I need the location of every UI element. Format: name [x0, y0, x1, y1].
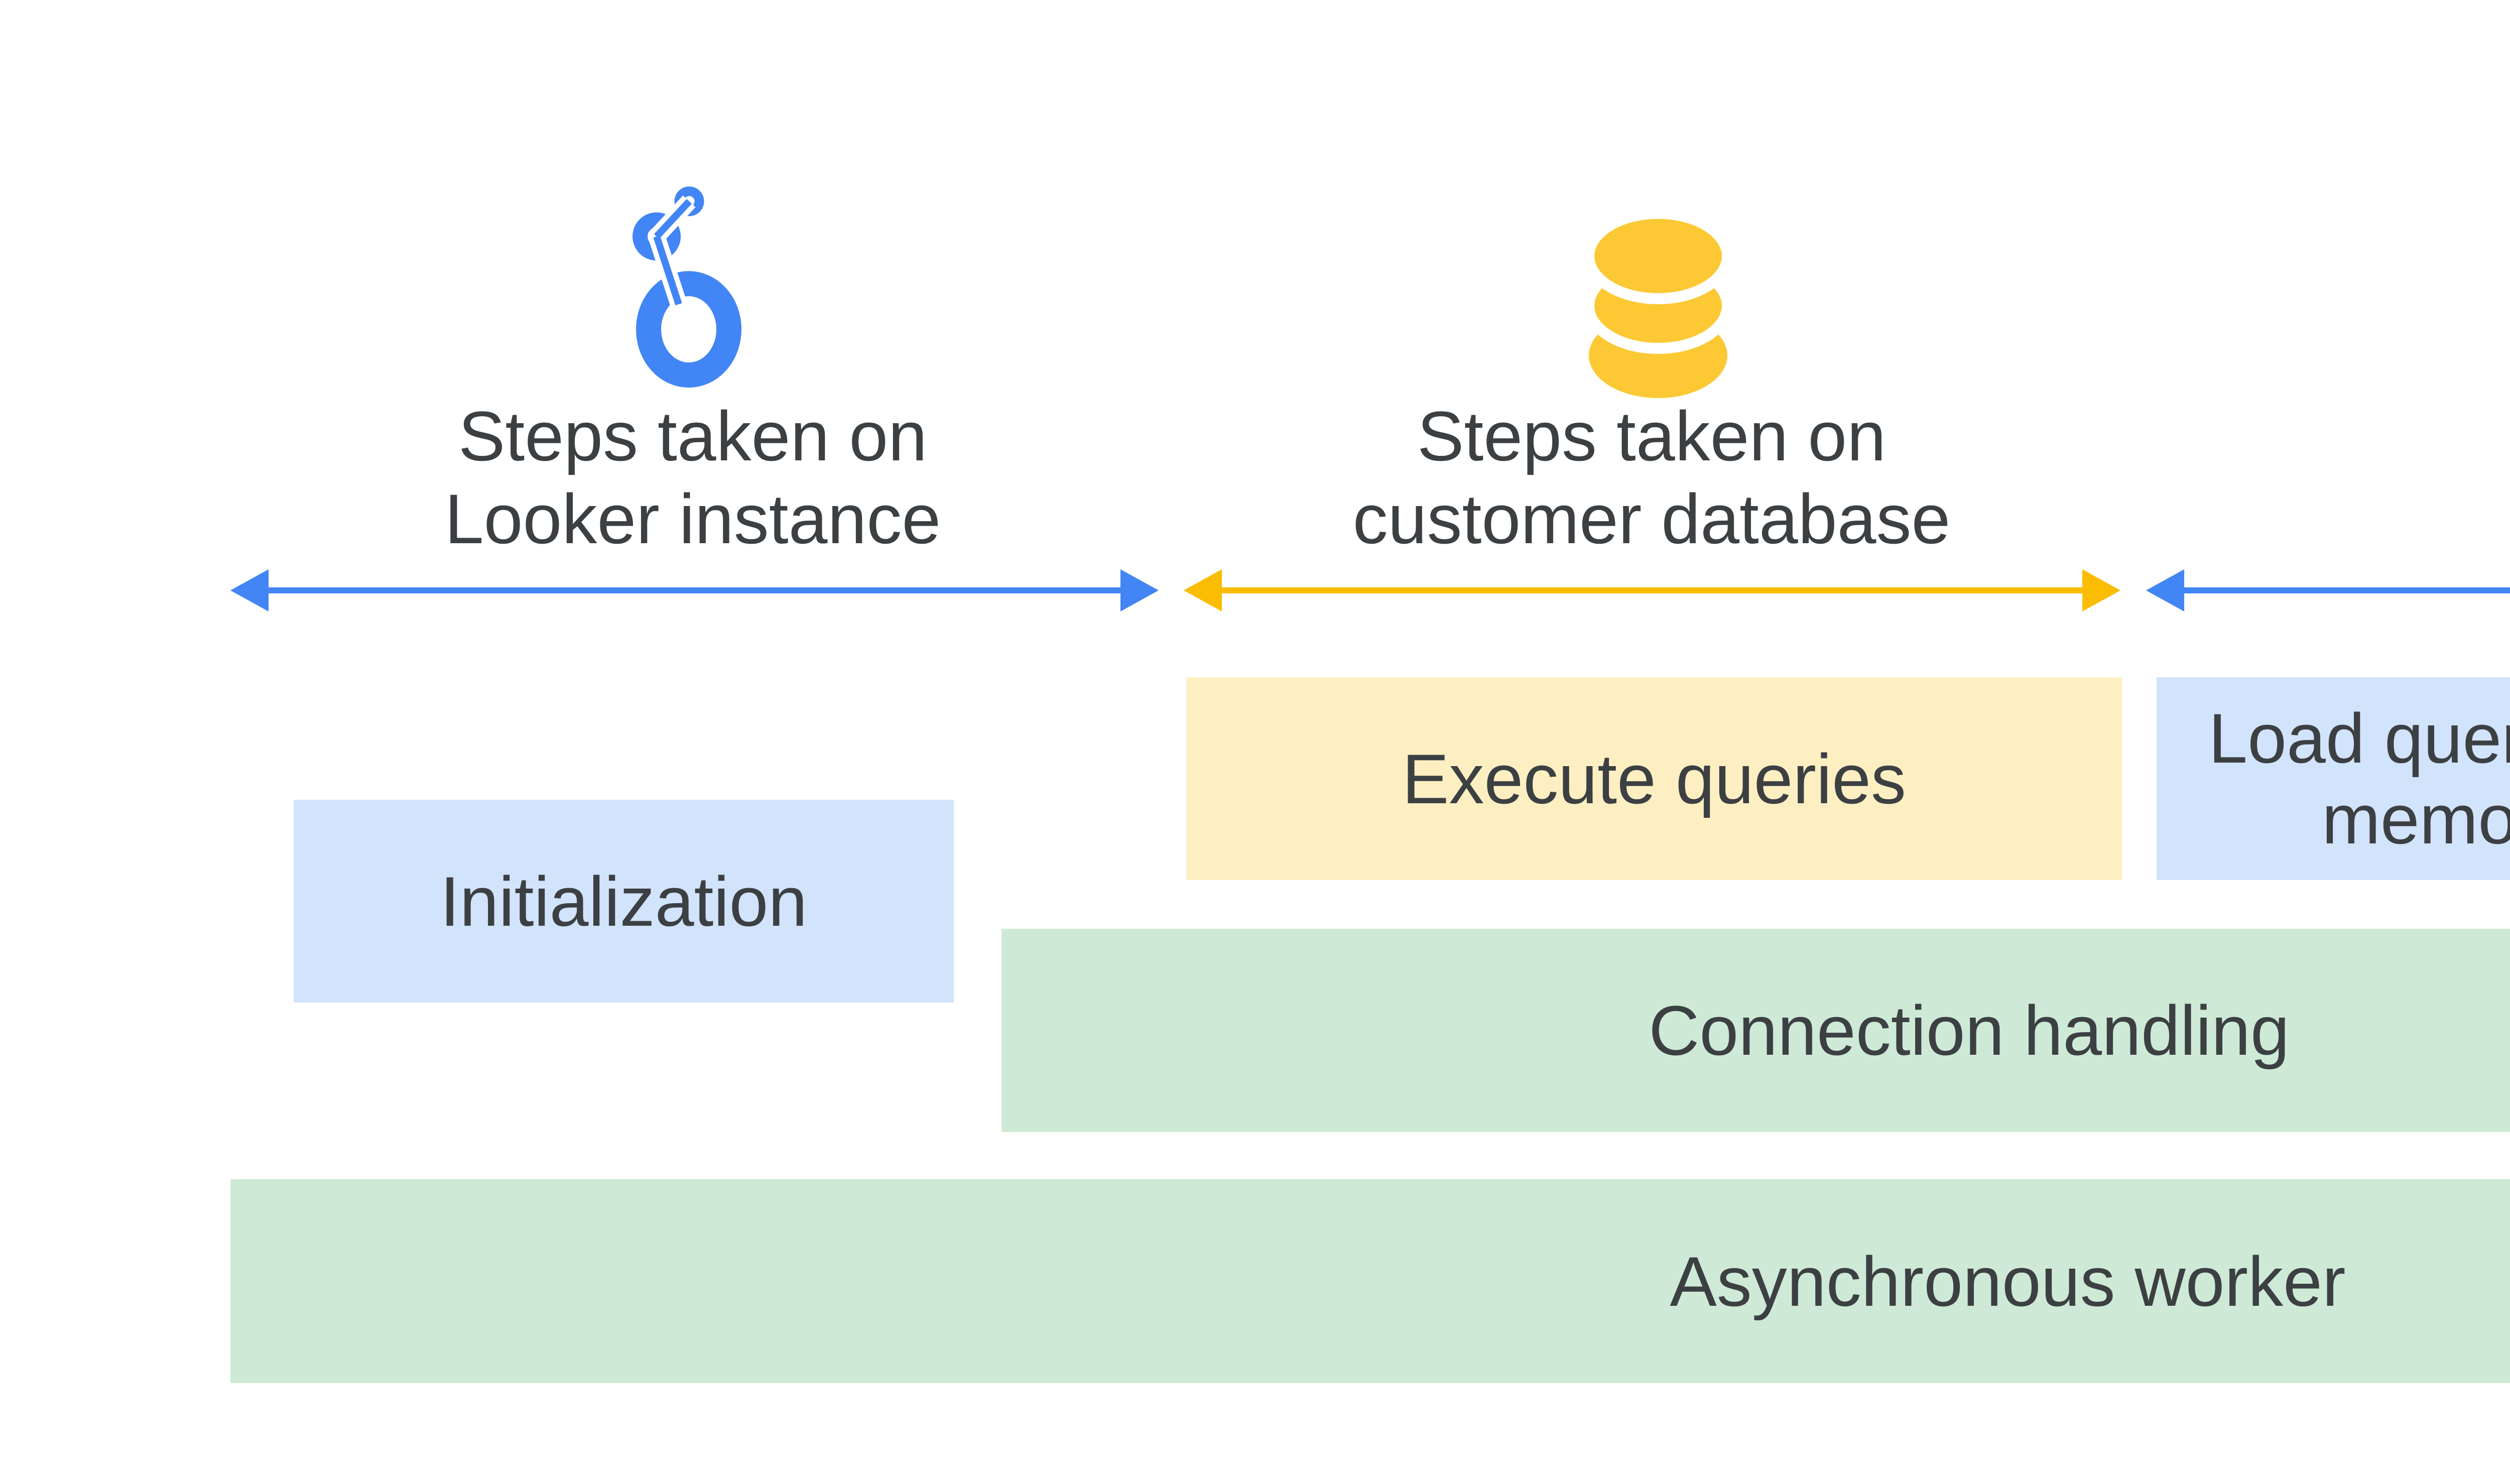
double-arrow-looker-right — [2146, 569, 2510, 611]
double-arrow-customer-database — [1184, 569, 2120, 611]
arrowhead-right-icon — [2082, 569, 2120, 611]
header-line: customer database — [1352, 479, 1951, 559]
double-arrow-looker-left — [230, 569, 1159, 611]
database-icon — [1587, 207, 1729, 405]
arrow-shaft — [2184, 587, 2510, 593]
connection-handling-box: Connection handling — [1001, 929, 2510, 1132]
initialization-box: Initialization — [294, 800, 954, 1003]
box-label: Connection handling — [1649, 991, 2290, 1070]
header-looker-instance-left: Steps taken on Looker instance — [316, 395, 1069, 560]
arrowhead-right-icon — [1120, 569, 1159, 611]
header-line: Steps taken on — [458, 397, 927, 475]
header-line: Steps taken on — [1417, 397, 1886, 475]
arrowhead-left-icon — [2146, 569, 2184, 611]
box-label: Asynchronous worker — [1670, 1242, 2346, 1321]
arrow-shaft — [269, 587, 1120, 593]
load-queries-in-memory-box: Load queries in memory — [2157, 677, 2510, 880]
asynchronous-worker-box: Asynchronous worker — [230, 1179, 2510, 1383]
box-label: Execute queries — [1402, 739, 1906, 818]
looker-logo-icon — [636, 186, 741, 388]
header-customer-database: Steps taken on customer database — [1275, 395, 2028, 560]
arrowhead-left-icon — [230, 569, 269, 611]
execute-queries-box: Execute queries — [1186, 677, 2122, 880]
arrow-shaft — [1222, 587, 2082, 593]
arrowhead-left-icon — [1184, 569, 1222, 611]
box-label: Load queries in memory — [2208, 699, 2510, 858]
box-label: Initialization — [440, 861, 808, 941]
header-line: Looker instance — [444, 479, 941, 559]
